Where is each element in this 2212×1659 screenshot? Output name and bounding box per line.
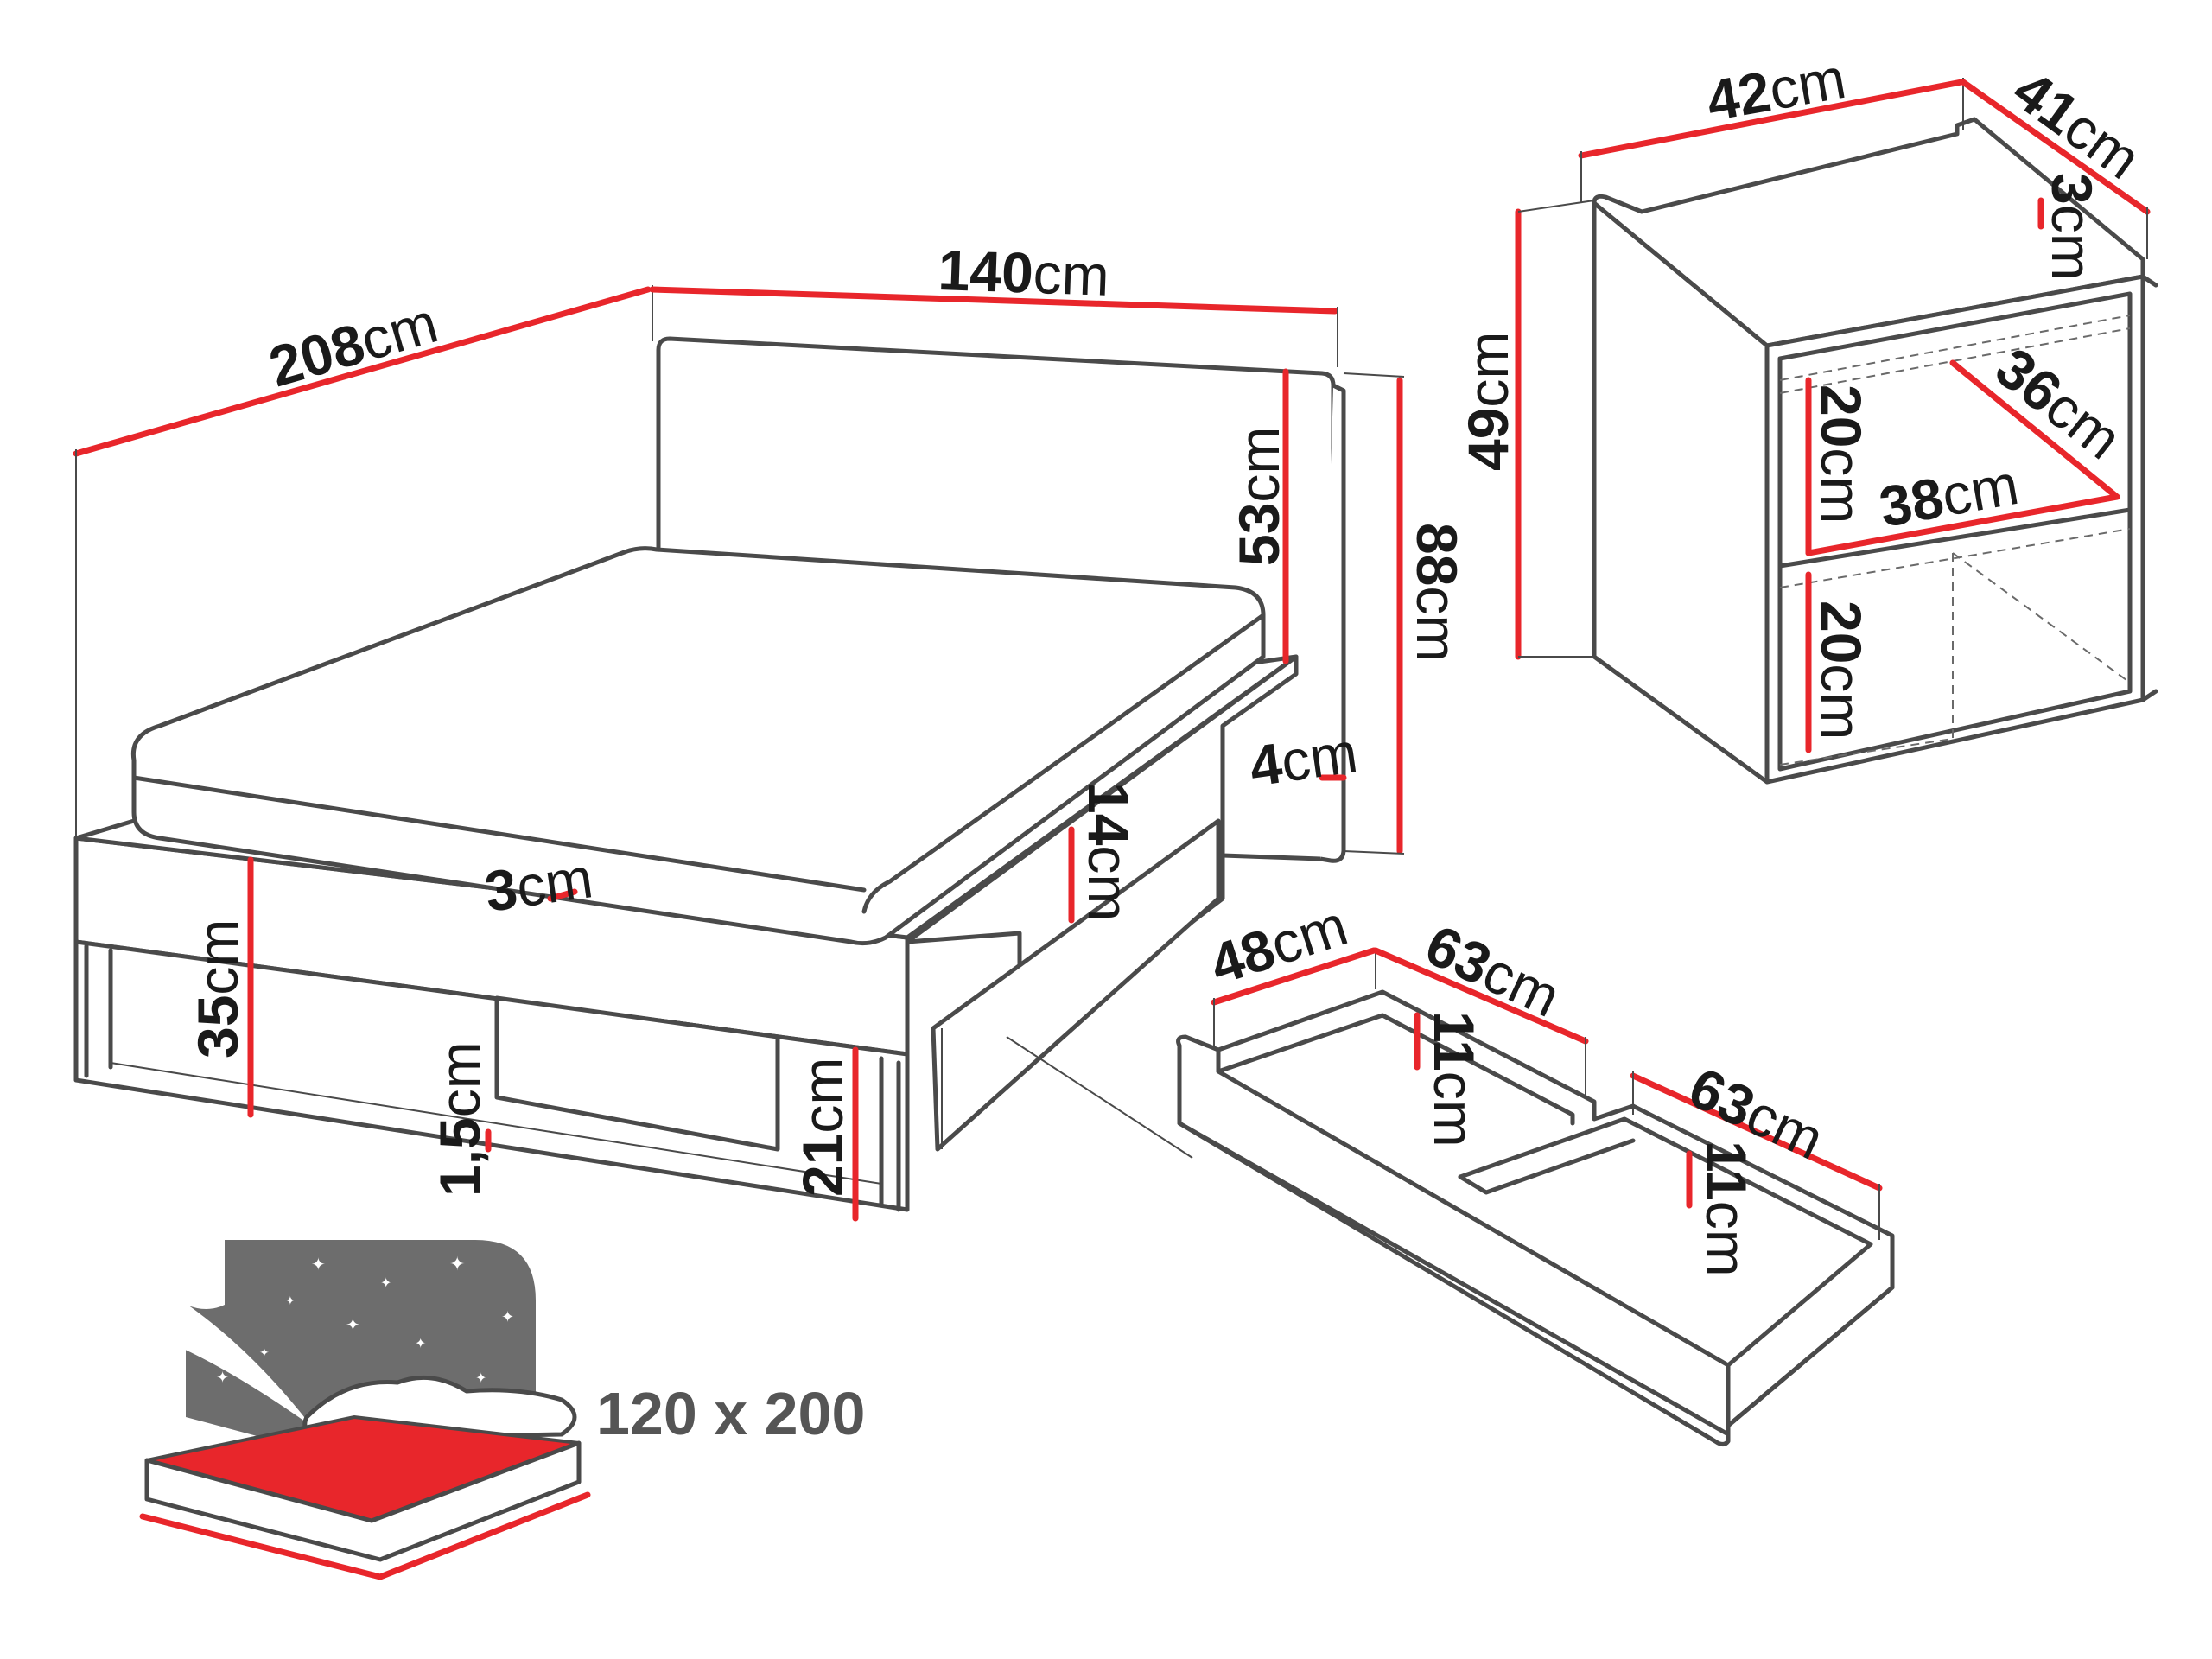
mattress (130, 546, 1266, 946)
dim-line-width (649, 286, 1338, 315)
nightstand-shelf (1777, 507, 2133, 569)
dim-line-drawer-length-left (1372, 947, 1589, 1045)
label-bed-length: 208cm (262, 290, 444, 399)
label-nightstand-width: 42cm (1702, 46, 1851, 133)
star-icon: ✦ (415, 1335, 426, 1351)
bed-dimensions: 208cm 140cm 53cm 88cm 4cm 3cm 14cm 35cm … (73, 238, 1469, 1222)
star-icon: ✦ (259, 1346, 270, 1360)
dim-line-inner-width (1805, 493, 2120, 556)
label-headboard-thickness: 4cm (1246, 720, 1362, 798)
under-bed-drawer (494, 995, 780, 1152)
drawer-drawing (1176, 989, 1895, 1446)
star-icon: ✦ (475, 1370, 486, 1386)
mattress-front-edge (131, 775, 867, 893)
star-icon: ✦ (216, 1369, 229, 1387)
label-top-thickness: 3cm (2040, 173, 2104, 281)
dim-line-nightstand-width (1578, 79, 1965, 159)
star-icon: ✦ (311, 1254, 326, 1274)
label-total-height: 88cm (1405, 523, 1469, 662)
star-icon: ✦ (449, 1254, 465, 1275)
mattress-edge (861, 613, 1266, 914)
label-nightstand-height: 49cm (1456, 332, 1520, 471)
dim-line-length (73, 286, 652, 457)
label-drawer-height-left: 11cm (1422, 1011, 1486, 1147)
bed-drawer-front (931, 818, 1221, 1152)
nightstand-opening (1777, 291, 2133, 772)
dim-line-frame-top (547, 888, 578, 902)
mattress-size-icon: ✦ ✦ ✦ ✦ ✦ ✦ ✦ ✦ ✦ ✦ 120 x 200 (139, 1240, 865, 1580)
mattress-size-label: 120 x 200 (596, 1380, 865, 1447)
label-shelf-upper: 20cm (1809, 385, 1873, 524)
star-icon: ✦ (501, 1308, 514, 1326)
drawer-pointer-line (1006, 1036, 1193, 1159)
label-frame-height: 35cm (186, 919, 250, 1058)
mattress-length-arrow (139, 1513, 384, 1580)
drawer-outer (1176, 989, 1895, 1446)
label-inner-width: 38cm (1875, 452, 2024, 539)
mattress-base (144, 1440, 582, 1562)
star-icon: ✦ (346, 1314, 360, 1335)
label-side-rail: 14cm (1077, 782, 1141, 921)
label-frame-top: 3cm (481, 845, 597, 924)
bed-drawing (73, 336, 1346, 1212)
star-icon: ✦ (285, 1294, 296, 1308)
moon-icon (181, 1300, 311, 1426)
base-rail (110, 1062, 882, 1185)
label-drawer-recess: 21cm (791, 1058, 855, 1197)
label-shelf-lower: 20cm (1809, 601, 1873, 740)
label-drawer-height-right: 11cm (1694, 1141, 1758, 1277)
dim-line-nightstand-depth (1960, 79, 2151, 215)
dim-line-drawer-width (1211, 947, 1377, 1006)
drawer-dimensions: 48cm 63cm 63cm 11cm 11cm (1202, 893, 1883, 1277)
dim-line-inner-depth (1949, 359, 2120, 500)
label-leg-gap: 1,5cm (428, 1041, 492, 1197)
label-bed-width: 140cm (938, 238, 1111, 308)
bed-frame-side (905, 654, 1299, 1057)
star-icon: ✦ (380, 1274, 391, 1291)
headboard-side (1319, 383, 1346, 863)
label-headboard-height: 53cm (1227, 427, 1291, 566)
mattress-width-arrow (377, 1491, 591, 1580)
dim-line-drawer-length-right (1630, 1072, 1883, 1192)
nightstand-top (1592, 117, 2145, 348)
